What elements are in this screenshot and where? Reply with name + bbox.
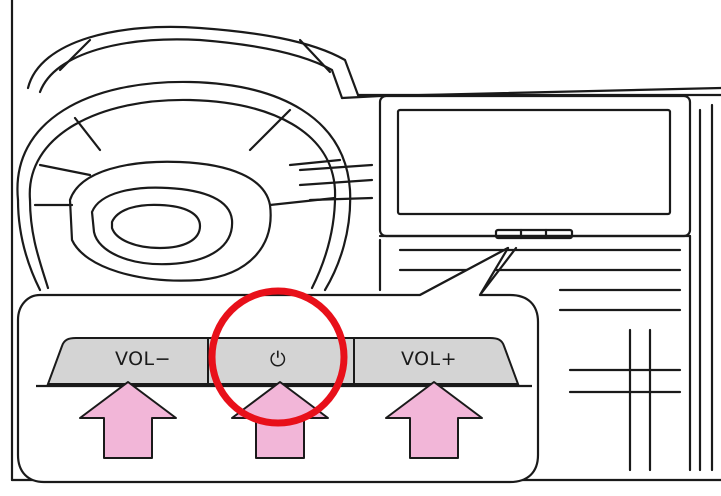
- up-arrow-icon: [385, 381, 483, 459]
- vol-plus-label: VOL+: [400, 348, 458, 370]
- vol-plus-button[interactable]: [353, 337, 520, 385]
- vol-minus-label: VOL−: [114, 348, 172, 370]
- highlight-circle: [208, 287, 348, 427]
- up-arrow-icon: [79, 381, 177, 459]
- power-icon: ⏻: [269, 347, 287, 371]
- vol-minus-button[interactable]: [46, 337, 209, 385]
